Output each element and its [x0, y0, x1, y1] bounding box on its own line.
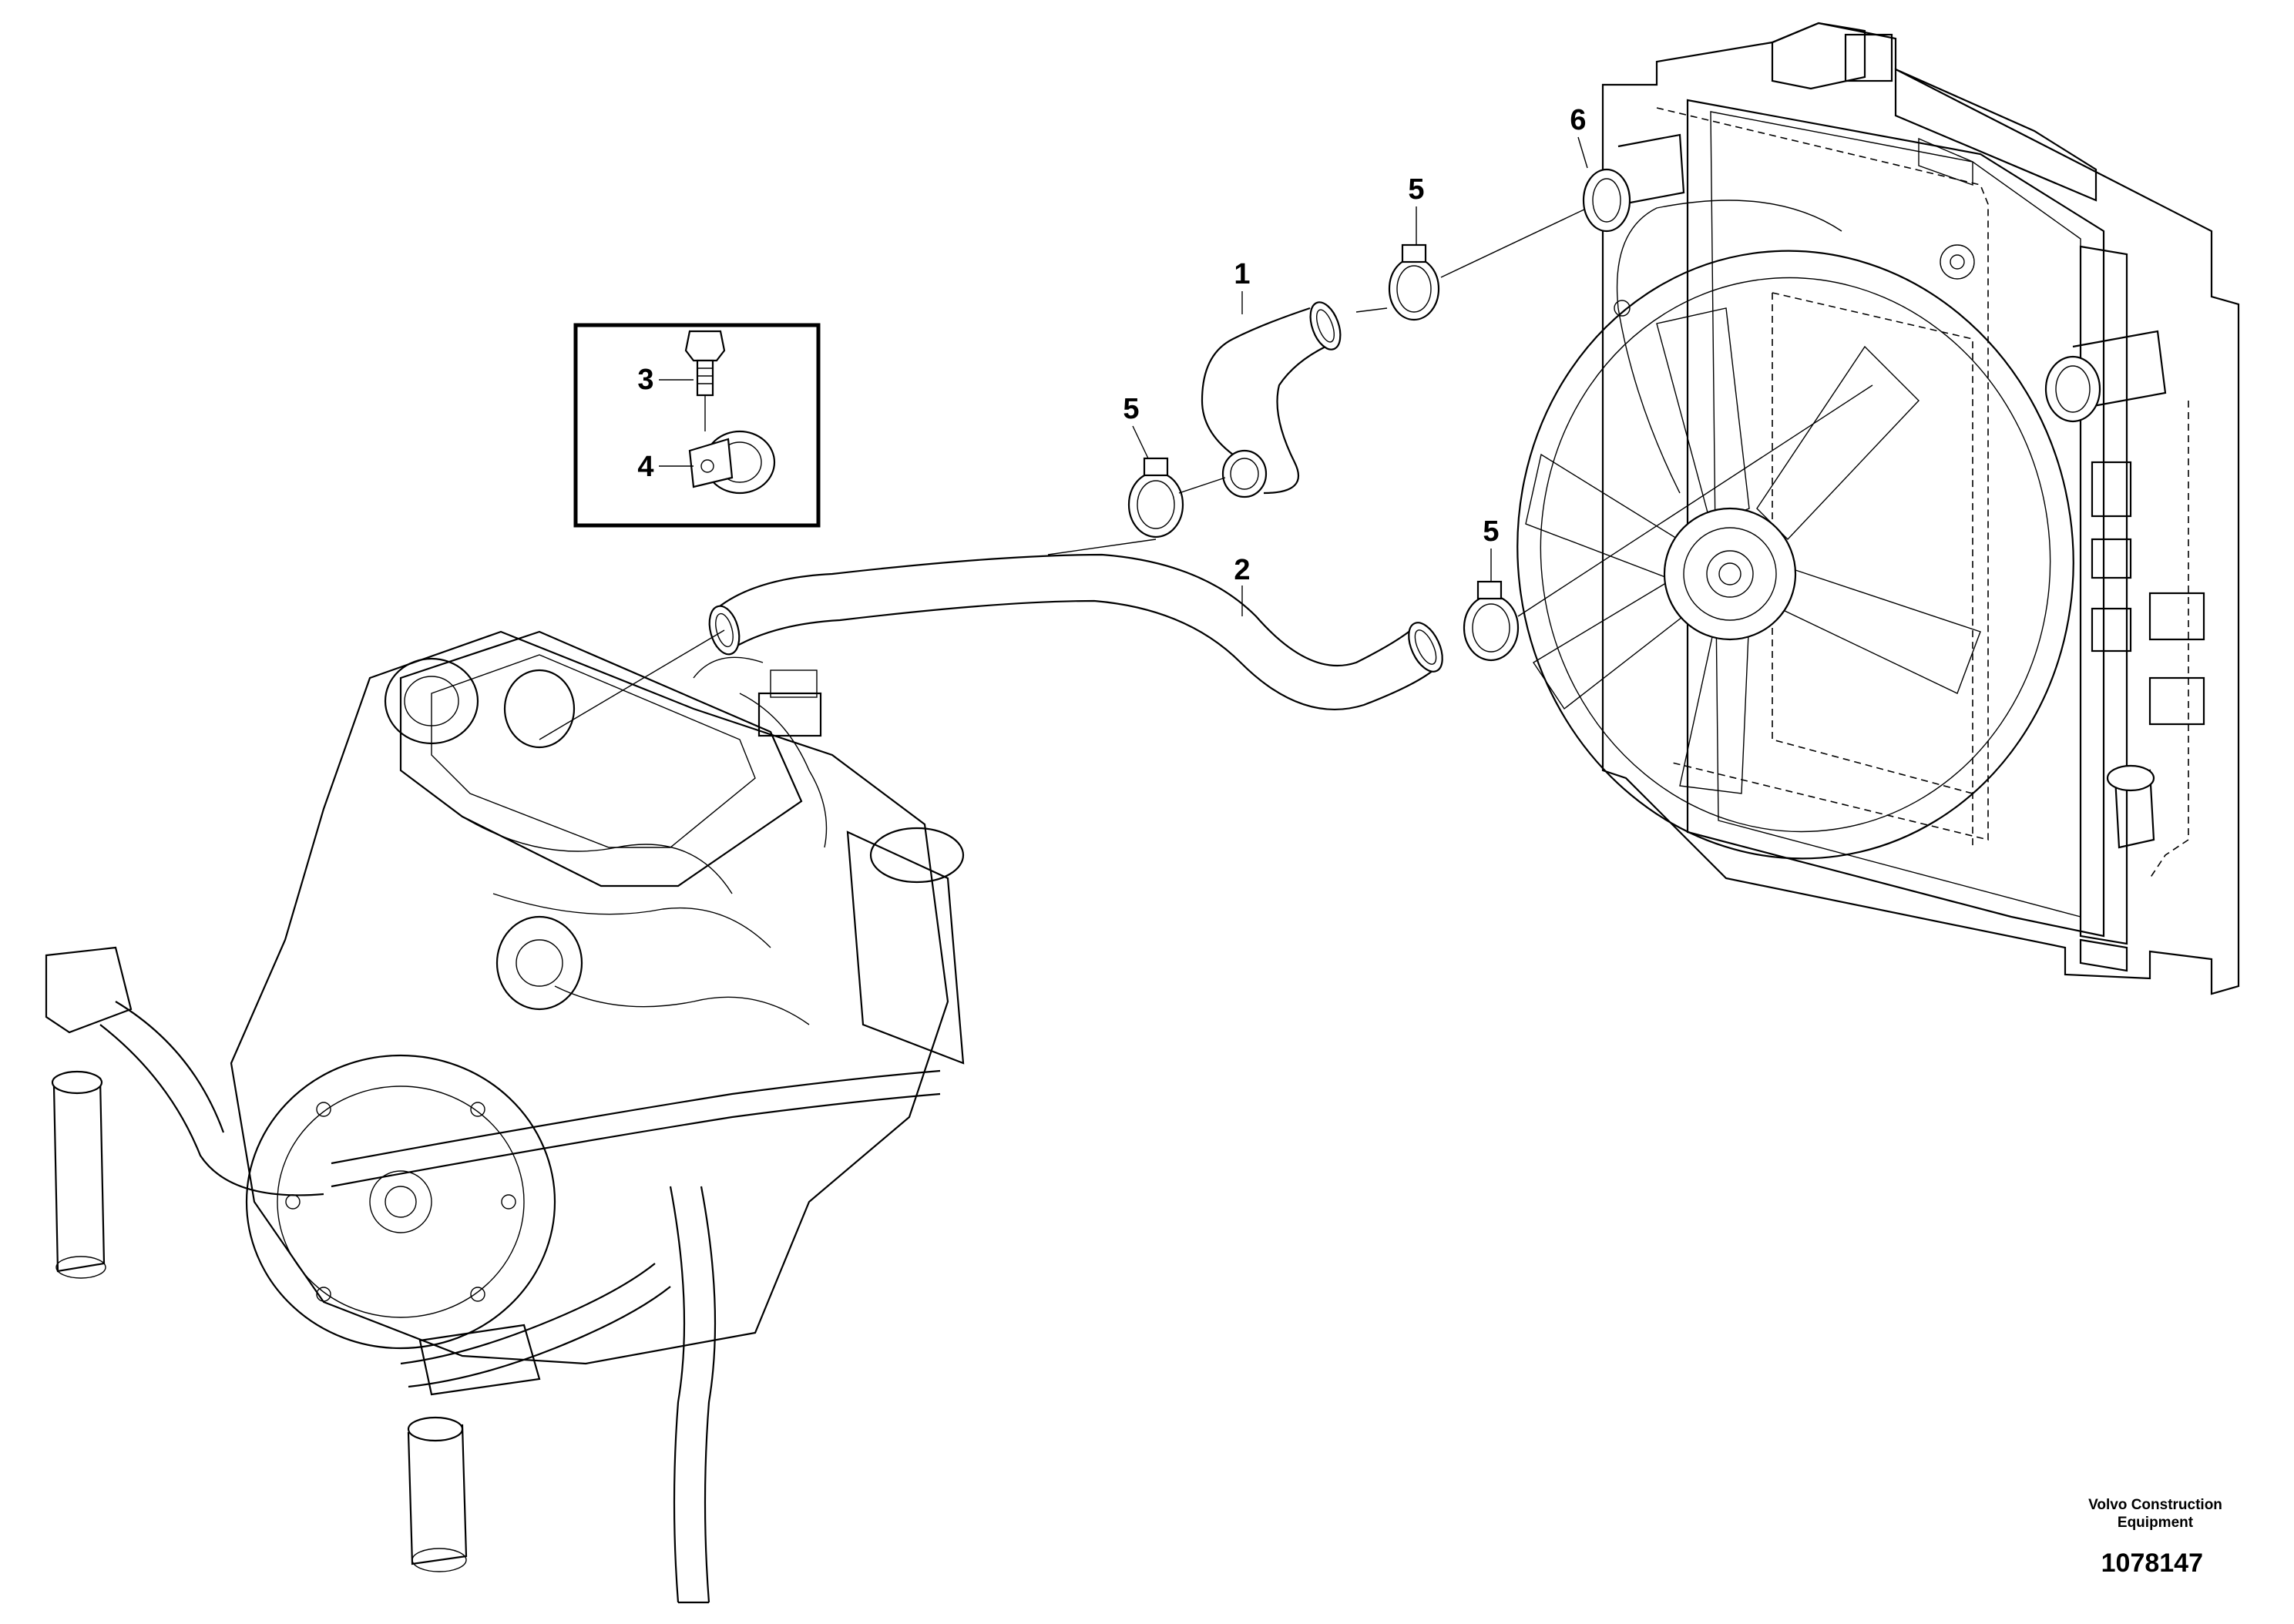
leader-5b	[1132, 425, 1149, 459]
adapter-ring-right	[2044, 355, 2101, 423]
callout-6: 6	[1570, 104, 1586, 136]
callout-5-upper: 5	[1408, 173, 1424, 206]
callout-5-middle: 5	[1123, 393, 1139, 425]
hose-1-coolant-hose	[1201, 301, 1342, 498]
credit-line-2: Equipment	[2117, 1515, 2194, 1531]
engine-assembly	[45, 630, 965, 1604]
clamp-5-middle	[1047, 457, 1226, 555]
adapter-6	[1582, 168, 1631, 233]
clamp-5-lower	[1463, 384, 1873, 662]
callout-5-lower: 5	[1483, 515, 1499, 548]
bolt-3	[684, 330, 726, 397]
callout-4: 4	[637, 451, 653, 483]
callout-3: 3	[637, 364, 653, 396]
credit-line-1: Volvo Construction	[2088, 1497, 2222, 1513]
leader-6	[1577, 136, 1588, 169]
p-clip-4	[688, 430, 776, 495]
callout-2: 2	[1234, 554, 1250, 586]
publisher-credit: Volvo Construction Equipment	[2063, 1496, 2248, 1532]
radiator-assembly	[1516, 22, 2240, 995]
drawing-number: 1078147	[2101, 1549, 2203, 1578]
hose-2-coolant-pipe	[539, 553, 1443, 740]
detail-box	[573, 323, 821, 528]
callout-1: 1	[1234, 258, 1250, 290]
clamp-5-upper	[1355, 207, 1588, 321]
